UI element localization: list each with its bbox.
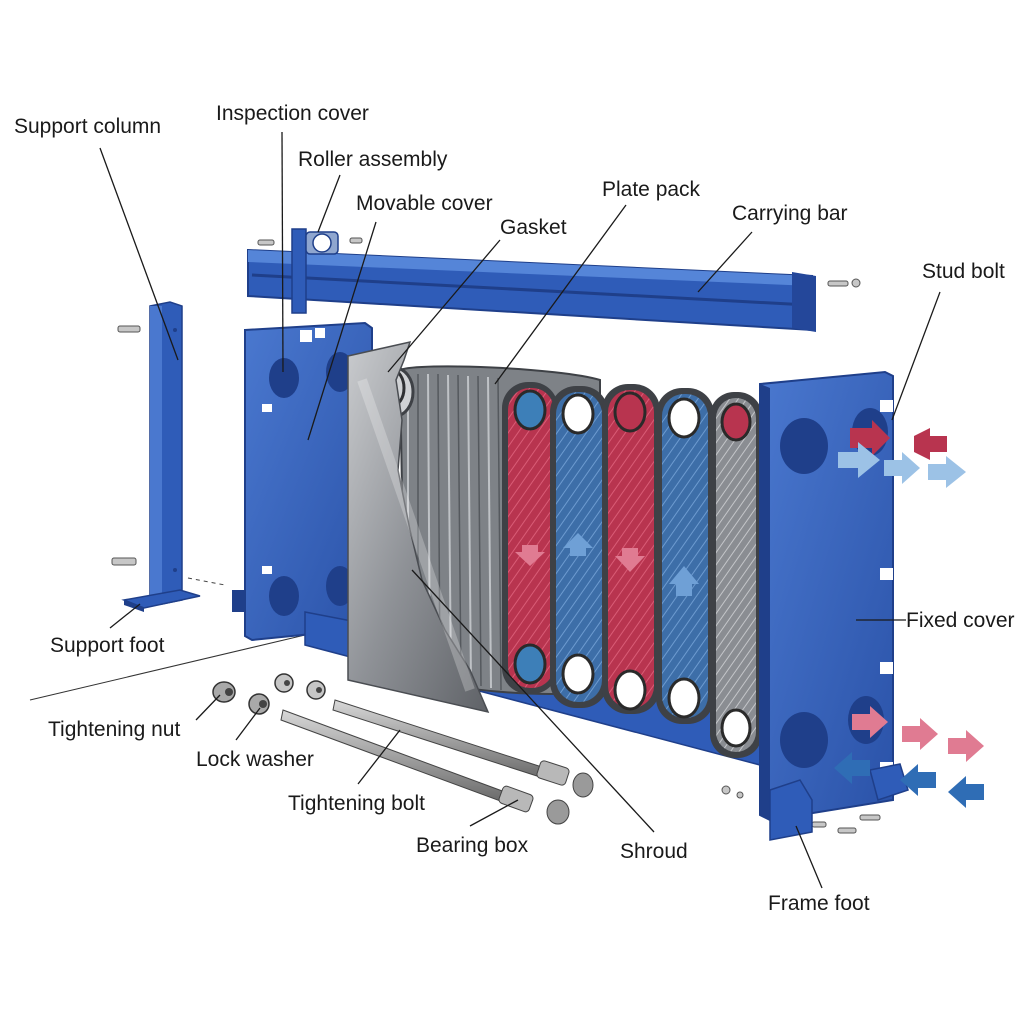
plate-hot-2 bbox=[602, 384, 660, 714]
label-tightening-nut: Tightening nut bbox=[48, 718, 180, 741]
tightening-nuts bbox=[212, 681, 270, 715]
label-frame-foot: Frame foot bbox=[768, 892, 870, 915]
support-column bbox=[149, 301, 183, 605]
label-lock-washer: Lock washer bbox=[196, 748, 314, 771]
support-foot bbox=[121, 589, 201, 612]
label-movable-cover: Movable cover bbox=[356, 192, 493, 215]
port-arrows-upper bbox=[838, 420, 966, 488]
port-arrows-lower bbox=[834, 706, 984, 808]
label-plate-pack: Plate pack bbox=[602, 178, 701, 201]
label-support-column: Support column bbox=[14, 115, 161, 138]
roller-assembly bbox=[291, 228, 339, 314]
movable-cover bbox=[232, 321, 373, 642]
label-support-foot: Support foot bbox=[50, 634, 165, 657]
label-gasket: Gasket bbox=[500, 216, 567, 239]
label-carrying-bar: Carrying bar bbox=[732, 202, 848, 225]
leader-lines bbox=[99, 131, 941, 889]
plate-cold-1 bbox=[550, 386, 608, 708]
shroud bbox=[347, 340, 490, 714]
label-fixed-cover: Fixed cover bbox=[906, 609, 1015, 632]
plate-end bbox=[710, 392, 762, 758]
carrying-bar bbox=[247, 248, 816, 332]
label-bearing-box: Bearing box bbox=[416, 834, 529, 857]
loose-bolts bbox=[111, 237, 881, 834]
floor-line bbox=[29, 634, 306, 701]
label-tightening-bolt: Tightening bolt bbox=[288, 792, 425, 815]
label-shroud: Shroud bbox=[620, 840, 688, 863]
frame-foot bbox=[769, 763, 909, 841]
label-roller-assembly: Roller assembly bbox=[298, 148, 448, 171]
lock-washers bbox=[274, 673, 326, 700]
tightening-bolt-upper bbox=[332, 699, 594, 798]
label-stud-bolt: Stud bolt bbox=[922, 260, 1005, 283]
fixed-cover bbox=[759, 370, 894, 822]
plate-hot-1 bbox=[502, 382, 558, 694]
plate-cold-2 bbox=[656, 388, 714, 724]
label-inspection-cover: Inspection cover bbox=[216, 102, 369, 125]
